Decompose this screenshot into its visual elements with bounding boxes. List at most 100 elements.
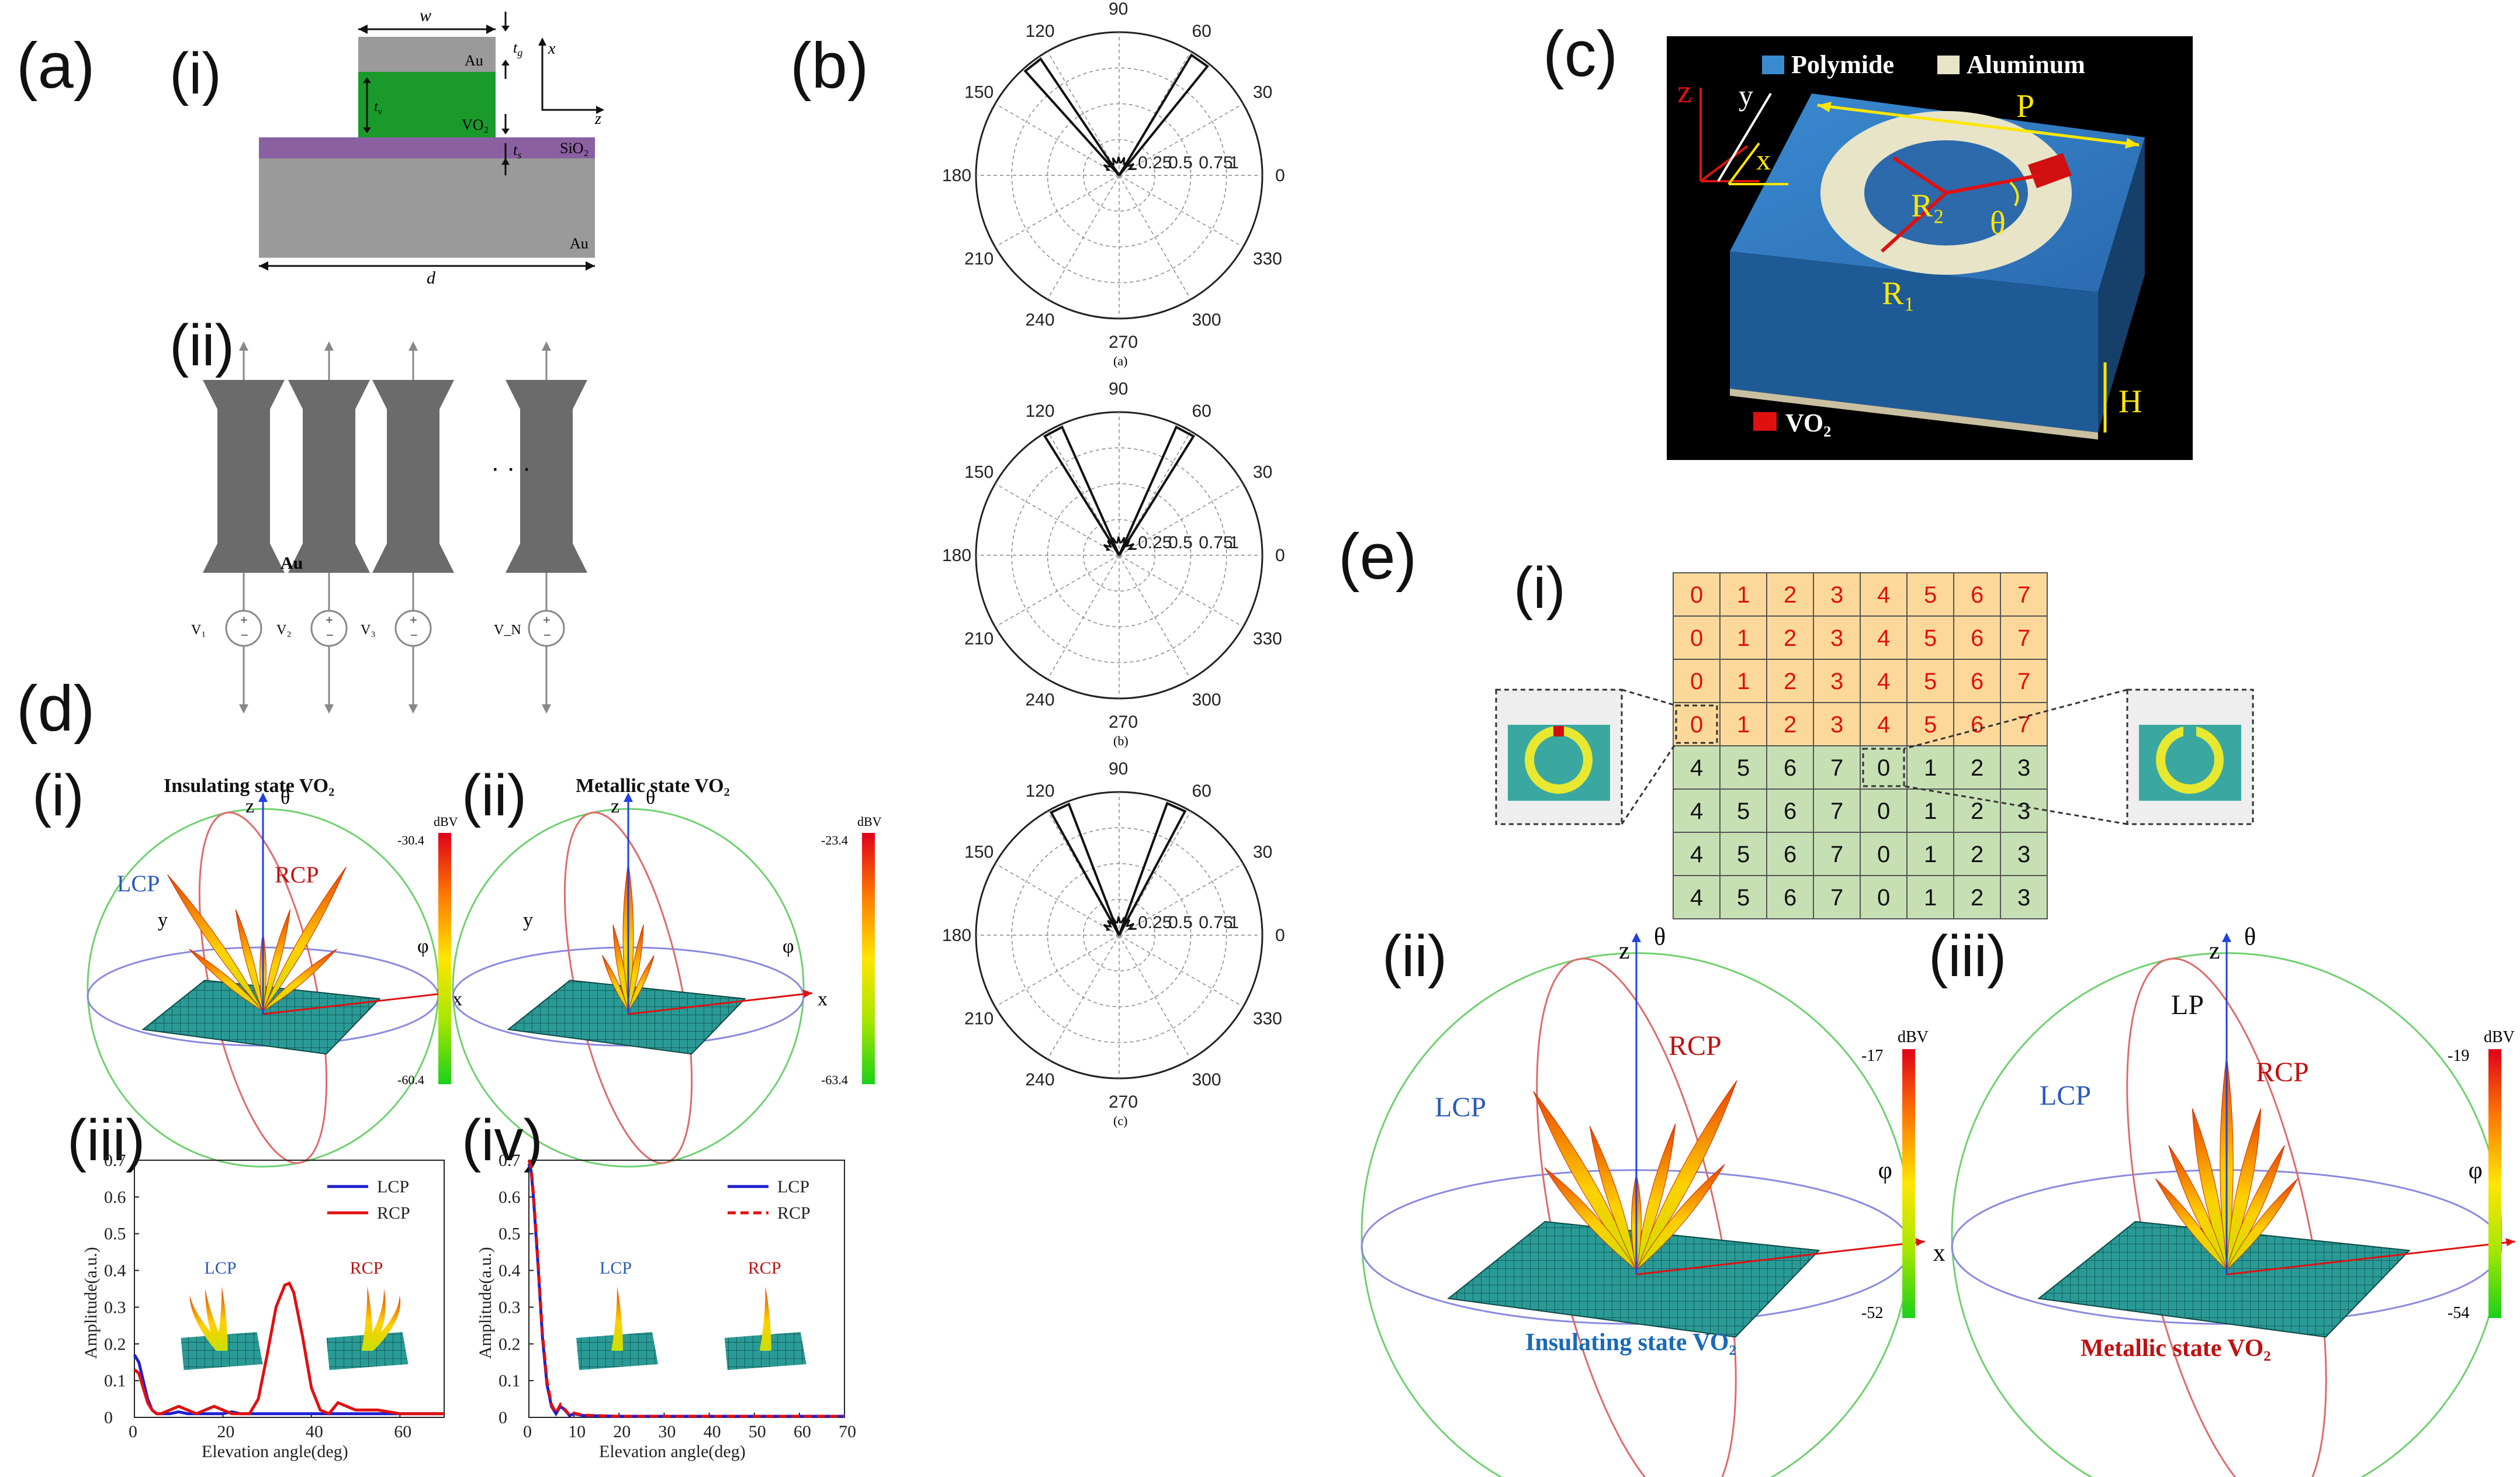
colorbar-max: -19 — [2448, 1047, 2469, 1065]
electrode-array: +−V₁+−V₂+−V₃+−V_N Au · · · — [191, 341, 587, 714]
polar-side-lobes — [1103, 156, 1137, 171]
y-axis-text: y — [523, 909, 533, 931]
coding-cell-value: 3 — [2017, 842, 2030, 867]
coding-cell — [1953, 745, 2001, 790]
polar-beam-lobe — [1043, 425, 1120, 556]
polar-angle-label: 300 — [1192, 310, 1221, 330]
x-axis-label: Elevation angle(deg) — [202, 1442, 348, 1461]
panel-a-ii-label: (ii) — [169, 313, 234, 378]
coding-cell — [1906, 659, 1954, 703]
panel-a-label: (a) — [16, 30, 95, 102]
lcp-beam-label: LCP — [1435, 1092, 1486, 1123]
y-axis-label: Amplitude(a.u.) — [476, 1247, 495, 1359]
coding-cell-value: 6 — [1971, 625, 1984, 651]
polar-radial-label: 0.25 — [1138, 913, 1172, 932]
coding-cell — [1860, 745, 1908, 790]
polar-angle-label: 120 — [1026, 402, 1055, 421]
polar-beam-lobe — [1118, 425, 1196, 556]
lcp-beam-label: LCP — [2040, 1080, 2091, 1111]
inset-label: LCP — [205, 1258, 237, 1278]
voltage-source-label: V₂ — [276, 622, 292, 638]
polar-beam-lobe — [1118, 801, 1187, 936]
z-axis-text: z — [1619, 938, 1630, 964]
panel-d-label: (d) — [16, 673, 95, 745]
coding-cell-value: 7 — [1830, 842, 1843, 867]
panel-e-i-label: (i) — [1514, 555, 1566, 621]
inset-lobe — [611, 1286, 623, 1351]
radiation-lobe — [628, 955, 655, 1012]
coding-cell-value: 5 — [1924, 669, 1937, 694]
colorbar-unit: dBV — [857, 814, 882, 829]
polar-angle-label: 240 — [1026, 690, 1055, 710]
coding-cell — [1813, 702, 1861, 746]
polar-angle-label: 270 — [1109, 1092, 1138, 1112]
z-axis-text: z — [611, 795, 619, 817]
x-tick-label: 10 — [568, 1422, 586, 1441]
coding-cell — [1953, 875, 2001, 919]
polar-angle-label: 300 — [1192, 690, 1221, 710]
x-axis-text: x — [818, 988, 828, 1010]
coding-cell-value: 0 — [1690, 582, 1703, 608]
electrode-bar — [203, 380, 285, 573]
radiation-lobe — [1544, 1167, 1637, 1270]
xz-axes — [541, 41, 601, 111]
coding-cell — [1766, 875, 1814, 919]
coding-cell-value: 0 — [1690, 712, 1703, 738]
coding-cell-value: 4 — [1877, 669, 1890, 694]
series-line-lcp — [527, 1163, 844, 1418]
polar-angle-label: 270 — [1109, 333, 1138, 352]
polar-angle-label: 210 — [964, 250, 994, 269]
radiation-lobe — [167, 874, 264, 1012]
voltage-source-label: V_N — [494, 622, 521, 638]
coding-cell-value: 1 — [1924, 885, 1937, 911]
coding-cell — [1673, 832, 1721, 876]
polar-radial-label: 0.5 — [1168, 913, 1193, 932]
polar-radial-label: 1 — [1229, 533, 1239, 552]
voltage-source-label: V₃ — [361, 622, 376, 638]
coding-cell — [1719, 788, 1767, 833]
x-tick-label: 60 — [394, 1422, 411, 1441]
coding-cell — [1906, 745, 1954, 790]
polar-radial-label: 1 — [1229, 153, 1239, 172]
coding-cell — [2000, 832, 2048, 876]
panel-e-iii-label: (iii) — [1929, 923, 2006, 989]
legend-polymide: Polymide — [1791, 50, 1894, 79]
sio2-text: SiO₂ — [560, 140, 589, 157]
waveguide-cross-section: Au VO₂ SiO₂ Au w tg ts tv d x z — [259, 6, 604, 288]
radiation-lobe — [612, 924, 629, 1011]
coding-cell-value: 1 — [1737, 712, 1750, 738]
metasurface-plate — [507, 980, 746, 1055]
legend-entry: LCP — [777, 1177, 809, 1196]
inset-lobe — [361, 1295, 401, 1351]
colorbar-min: -52 — [1861, 1304, 1883, 1322]
svg-text:+: + — [240, 613, 248, 627]
coding-cell-value: 0 — [1877, 755, 1890, 781]
coding-cell-value: 0 — [1690, 625, 1703, 651]
coding-cell-value: 2 — [1784, 582, 1796, 608]
y-axis-text: y — [158, 909, 168, 931]
colorbar — [2488, 1049, 2501, 1318]
legend-entry: RCP — [377, 1203, 410, 1223]
y-tick-label: 0 — [104, 1408, 113, 1427]
coding-cell-value: 7 — [1830, 798, 1843, 824]
svg-text:−: − — [241, 628, 248, 642]
coding-cell-value: 6 — [1971, 669, 1984, 694]
coding-cell — [1813, 615, 1861, 660]
au-bottom-text: Au — [570, 235, 589, 252]
coding-cell — [2000, 875, 2048, 919]
coding-cell-value: 5 — [1737, 755, 1750, 781]
y-tick-label: 0.5 — [104, 1225, 126, 1244]
chart-frame — [528, 1160, 845, 1418]
coding-cell-value: 2 — [1784, 625, 1796, 651]
x-tick-label: 20 — [613, 1422, 631, 1441]
coding-cell — [1719, 745, 1767, 790]
coding-cell-value: 2 — [1971, 885, 1984, 911]
h-text: H — [2119, 383, 2142, 420]
lcp-beam-label: LCP — [117, 870, 160, 897]
polar-angle-label: 90 — [1109, 759, 1128, 779]
polar-angle-label: 330 — [1253, 629, 1282, 649]
